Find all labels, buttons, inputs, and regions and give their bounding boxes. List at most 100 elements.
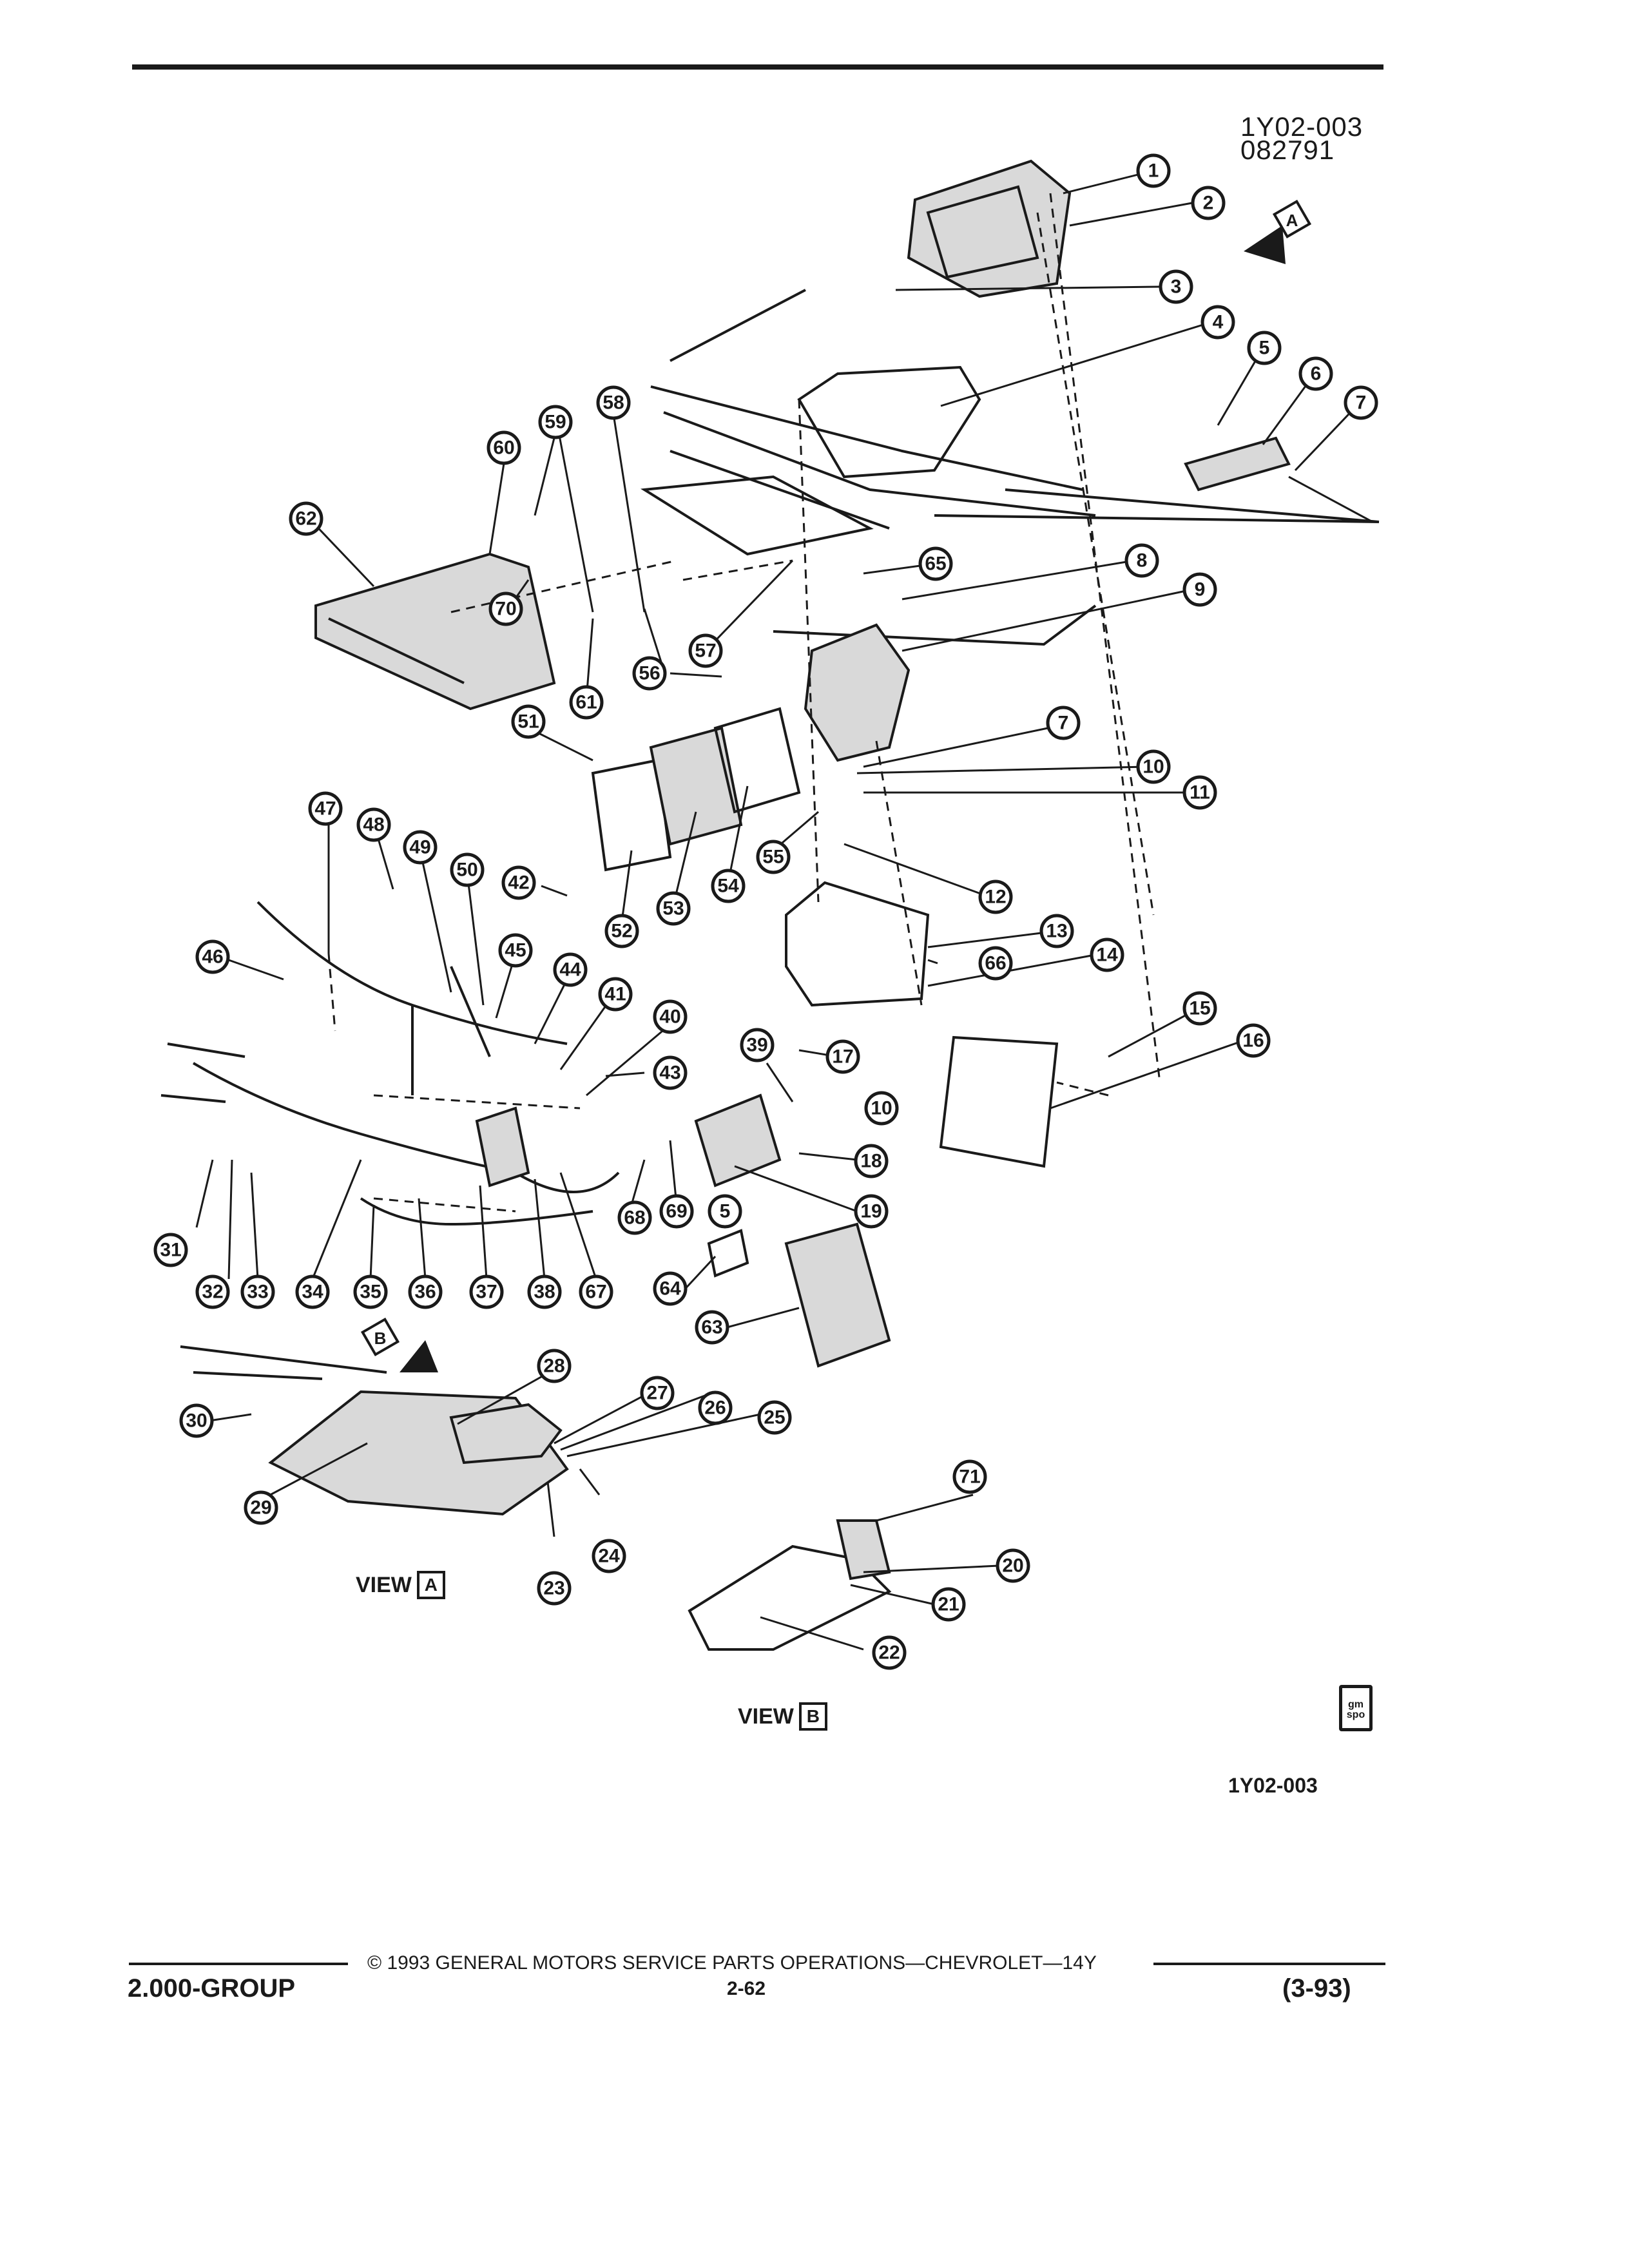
svg-text:10: 10 xyxy=(1142,756,1164,778)
callout-69: 69 xyxy=(659,1194,694,1229)
callout-30: 30 xyxy=(179,1403,214,1438)
callout-22: 22 xyxy=(872,1635,907,1670)
svg-text:42: 42 xyxy=(508,872,529,894)
svg-text:59: 59 xyxy=(545,412,566,433)
svg-text:57: 57 xyxy=(695,640,716,662)
callout-24: 24 xyxy=(592,1539,626,1573)
view-b-letter: B xyxy=(798,1702,827,1731)
callout-25: 25 xyxy=(757,1400,792,1435)
callout-70: 70 xyxy=(488,591,523,626)
view-a-letter: A xyxy=(416,1571,445,1599)
svg-text:65: 65 xyxy=(925,553,946,575)
callout-20: 20 xyxy=(996,1548,1030,1583)
callout-36: 36 xyxy=(408,1274,443,1309)
gasket xyxy=(939,1035,1059,1168)
svg-text:36: 36 xyxy=(414,1282,436,1303)
support-bracket-63 xyxy=(784,1222,891,1368)
headlamp-retainer-51 xyxy=(591,758,672,872)
svg-text:31: 31 xyxy=(160,1240,181,1261)
svg-text:35: 35 xyxy=(360,1282,381,1303)
view-b-label: VIEW B xyxy=(738,1702,827,1731)
callout-26: 26 xyxy=(698,1390,733,1425)
svg-text:13: 13 xyxy=(1046,921,1067,942)
callout-53: 53 xyxy=(656,891,691,926)
svg-text:52: 52 xyxy=(611,921,632,942)
svg-text:24: 24 xyxy=(598,1546,620,1567)
callout-55: 55 xyxy=(756,840,791,874)
svg-text:4: 4 xyxy=(1213,312,1224,333)
callout-60: 60 xyxy=(487,430,521,465)
svg-text:6: 6 xyxy=(1311,363,1322,385)
hood-panel xyxy=(640,475,874,556)
callout-61: 61 xyxy=(569,685,604,720)
callout-39: 39 xyxy=(740,1028,775,1062)
callout-9: 9 xyxy=(1182,572,1217,607)
callout-16: 16 xyxy=(1236,1023,1271,1058)
svg-text:29: 29 xyxy=(250,1497,271,1519)
view-b-assembly xyxy=(688,1544,892,1651)
callout-5: 5 xyxy=(1247,331,1282,365)
svg-text:27: 27 xyxy=(646,1383,668,1404)
relay-block xyxy=(475,1106,530,1187)
view-a-text: VIEW xyxy=(356,1573,412,1597)
callout-35: 35 xyxy=(353,1274,388,1309)
callout-37: 37 xyxy=(469,1274,504,1309)
clip-64 xyxy=(707,1229,749,1278)
view-a-arrow: A xyxy=(1244,199,1312,264)
callout-28: 28 xyxy=(537,1349,572,1383)
callout-62: 62 xyxy=(289,501,323,536)
svg-text:48: 48 xyxy=(363,814,384,836)
svg-text:58: 58 xyxy=(602,392,624,414)
callout-15: 15 xyxy=(1182,991,1217,1026)
svg-text:40: 40 xyxy=(659,1006,680,1028)
callout-42: 42 xyxy=(501,865,536,900)
svg-text:10: 10 xyxy=(871,1098,892,1119)
svg-text:26: 26 xyxy=(704,1398,726,1419)
svg-text:71: 71 xyxy=(959,1466,980,1488)
svg-text:25: 25 xyxy=(764,1407,785,1428)
callout-29: 29 xyxy=(244,1490,278,1525)
svg-text:50: 50 xyxy=(456,860,477,881)
svg-text:64: 64 xyxy=(659,1278,681,1300)
svg-text:66: 66 xyxy=(985,953,1006,974)
callout-63: 63 xyxy=(695,1310,729,1345)
callout-71: 71 xyxy=(952,1459,987,1494)
callout-18: 18 xyxy=(854,1144,889,1178)
callout-33: 33 xyxy=(240,1274,275,1309)
svg-text:47: 47 xyxy=(314,798,336,820)
svg-text:1: 1 xyxy=(1148,160,1159,182)
svg-text:B: B xyxy=(374,1329,387,1348)
svg-text:11: 11 xyxy=(1190,782,1210,803)
headlamp-cover xyxy=(907,159,1072,298)
callout-49: 49 xyxy=(403,830,438,865)
actuator-motor xyxy=(694,1093,782,1187)
callout-34: 34 xyxy=(295,1274,330,1309)
svg-text:17: 17 xyxy=(832,1046,853,1068)
svg-text:7: 7 xyxy=(1058,713,1069,734)
callout-19: 19 xyxy=(854,1194,889,1229)
footer-rule-right xyxy=(1153,1963,1385,1965)
side-marker xyxy=(1184,436,1291,492)
svg-text:A: A xyxy=(1286,211,1298,230)
svg-text:22: 22 xyxy=(878,1642,900,1664)
svg-text:8: 8 xyxy=(1137,550,1148,572)
callout-45: 45 xyxy=(498,933,533,968)
footer-copyright: © 1993 GENERAL MOTORS SERVICE PARTS OPER… xyxy=(367,1952,1097,1974)
callout-54: 54 xyxy=(711,869,746,903)
svg-text:63: 63 xyxy=(701,1317,722,1338)
view-b-arrow: B xyxy=(360,1317,438,1372)
callout-64: 64 xyxy=(653,1271,688,1306)
svg-text:9: 9 xyxy=(1195,579,1206,601)
wiring-harness xyxy=(192,901,620,1226)
callout-59: 59 xyxy=(538,405,573,439)
reference-id: 1Y02-003 xyxy=(1228,1774,1318,1797)
drawing-id: 1Y02-003 xyxy=(1240,111,1364,142)
svg-text:34: 34 xyxy=(302,1282,323,1303)
callout-3: 3 xyxy=(1159,269,1193,304)
svg-text:14: 14 xyxy=(1096,945,1118,966)
svg-text:67: 67 xyxy=(585,1282,606,1303)
svg-text:39: 39 xyxy=(746,1035,767,1056)
callout-68: 68 xyxy=(617,1200,652,1235)
svg-text:28: 28 xyxy=(543,1356,564,1377)
